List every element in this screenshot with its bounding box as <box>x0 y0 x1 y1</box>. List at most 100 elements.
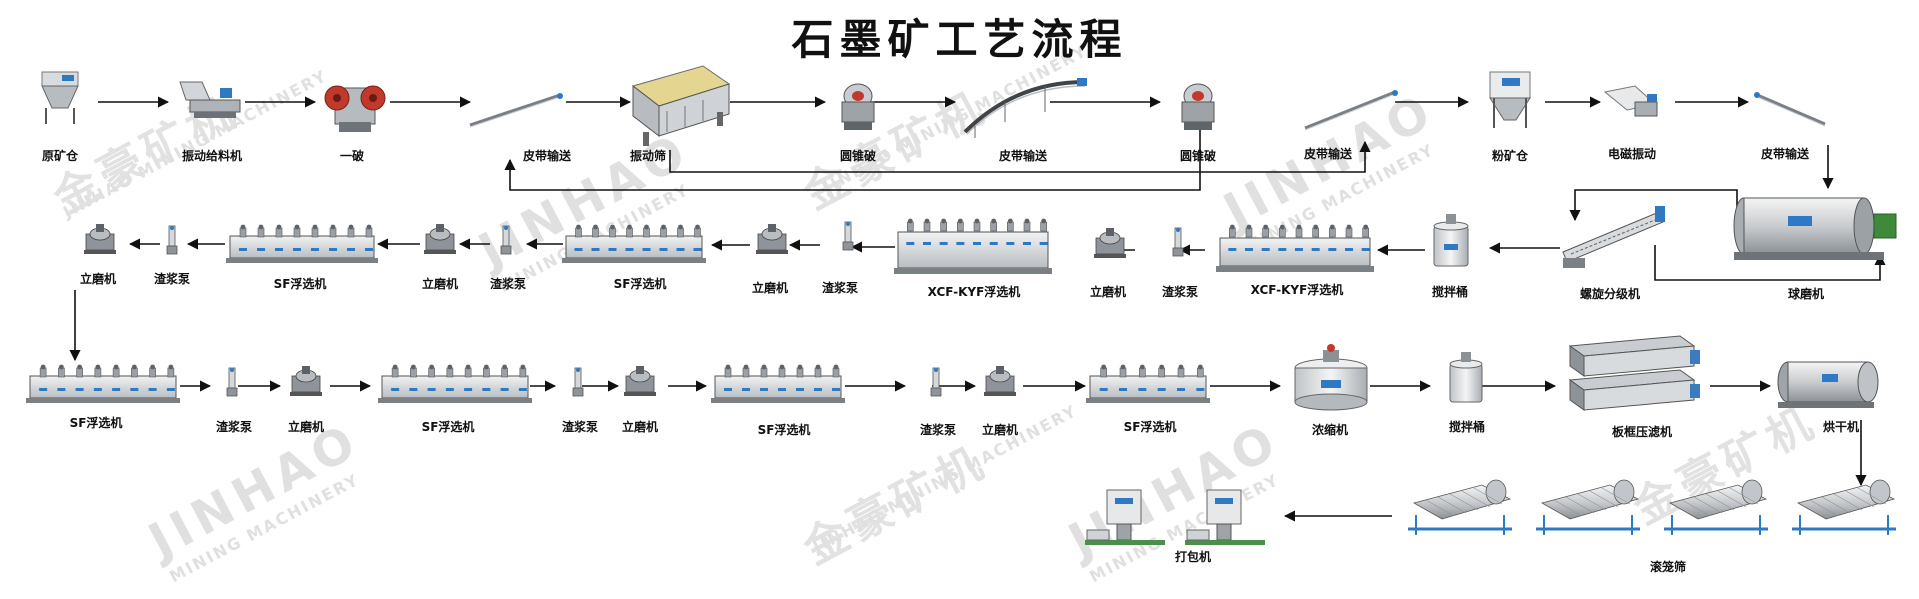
label-cone-crusher: 圆锥破 <box>839 149 877 163</box>
impeller-head <box>427 364 436 391</box>
drum-screen <box>1408 479 1512 535</box>
slurry-pump <box>842 221 854 251</box>
slurry-pump <box>226 367 238 397</box>
label-belt-conveyor: 皮带输送 <box>998 149 1048 163</box>
impeller-head <box>482 364 491 391</box>
impeller-head <box>778 364 786 391</box>
flow-arrow <box>1654 245 1886 281</box>
impeller-head <box>57 364 66 391</box>
impeller-head <box>293 224 301 251</box>
impeller-head <box>1023 218 1031 245</box>
label-cone-crusher: 圆锥破 <box>1179 149 1217 163</box>
flotation-machine <box>226 235 378 263</box>
cone-crusher <box>841 83 875 130</box>
label-slurry-pump: 渣浆泵 <box>919 423 957 437</box>
vibrating-screen <box>631 65 731 146</box>
impeller-head <box>1295 224 1303 251</box>
impeller-head <box>832 364 840 391</box>
vertical-mill <box>1094 228 1126 258</box>
impeller-head <box>642 224 651 251</box>
impeller-head <box>39 364 48 391</box>
label-belt-conveyor: 皮带输送 <box>1303 147 1353 161</box>
vertical-mill <box>290 366 322 396</box>
flotation-machine <box>1216 237 1374 272</box>
vertical-mill <box>84 224 116 254</box>
packing-machine <box>1185 489 1265 545</box>
drum-screen <box>1664 479 1768 535</box>
impeller-head <box>1006 218 1015 245</box>
vertical-mill <box>756 224 788 254</box>
impeller-head <box>1138 364 1147 391</box>
powder-ore-bin <box>1489 71 1531 128</box>
impeller-head <box>1311 224 1320 251</box>
slurry-pump <box>500 225 512 255</box>
flotation-machine <box>1086 375 1210 403</box>
label-vertical-mill: 立磨机 <box>751 281 789 295</box>
impeller-head <box>518 364 527 391</box>
ball-mill <box>1733 197 1897 260</box>
label-vibrating-screen: 振动筛 <box>629 149 667 163</box>
impeller-head <box>130 364 139 391</box>
impeller-head <box>693 224 702 251</box>
slurry-pump <box>572 367 584 397</box>
impeller-head <box>923 218 931 245</box>
drum-screen <box>1792 479 1896 535</box>
electromagnetic-vibrator <box>1603 85 1658 117</box>
mixing-tank <box>1433 214 1469 267</box>
impeller-head <box>166 364 175 391</box>
flow-arrow <box>669 140 1371 173</box>
drum-screen <box>1536 479 1640 535</box>
impeller-head <box>1328 224 1337 251</box>
label-flotation-machine: SF浮选机 <box>757 423 811 437</box>
impeller-head <box>464 364 473 391</box>
impeller-head <box>257 224 265 251</box>
label-belt-conveyor: 皮带输送 <box>522 149 572 163</box>
impeller-head <box>1196 364 1205 391</box>
label-slurry-pump: 渣浆泵 <box>561 420 599 434</box>
slurry-pumps <box>166 221 1184 397</box>
label-flotation-machine: XCF-KYF浮选机 <box>927 285 1021 299</box>
impeller-head <box>239 224 247 251</box>
label-flotation-machine: SF浮选机 <box>421 420 475 434</box>
impeller-head <box>409 364 418 391</box>
impeller-head <box>1099 364 1108 391</box>
label-spiral-classifier: 螺旋分级机 <box>1579 287 1641 301</box>
thickener <box>1294 344 1368 411</box>
jaw-crusher <box>324 85 386 132</box>
label-slurry-pump: 渣浆泵 <box>215 420 253 434</box>
impeller-head <box>1278 224 1287 251</box>
label-filter-press: 板框压滤机 <box>1611 425 1673 439</box>
impeller-head <box>391 364 400 391</box>
label-flotation-machine: SF浮选机 <box>613 277 667 291</box>
impeller-head <box>1361 224 1370 251</box>
cone-crusher <box>1181 83 1215 130</box>
drum-screens <box>1408 479 1896 535</box>
packing-machine <box>1085 489 1165 545</box>
impeller-head <box>742 364 750 391</box>
flow-arrows <box>69 96 1886 522</box>
label-slurry-pump: 渣浆泵 <box>821 281 859 295</box>
vertical-mill <box>424 224 456 254</box>
label-slurry-pump: 渣浆泵 <box>489 277 527 291</box>
vertical-mills <box>84 224 1126 396</box>
raw-ore-bin <box>41 71 79 124</box>
impeller-head <box>445 364 454 391</box>
belt-conveyor <box>963 78 1087 138</box>
label-packing-machine: 打包机 <box>1174 550 1212 564</box>
impeller-head <box>625 224 634 251</box>
label-vertical-mill: 立磨机 <box>981 423 1019 437</box>
impeller-head <box>365 224 373 251</box>
label-belt-conveyor: 皮带输送 <box>1760 147 1810 161</box>
impeller-head <box>311 224 319 251</box>
label-raw-ore-bin: 原矿仓 <box>41 149 79 163</box>
impeller-head <box>724 364 732 391</box>
impeller-head <box>1177 364 1185 391</box>
impeller-head <box>1119 364 1127 391</box>
label-ball-mill: 球磨机 <box>1787 287 1825 301</box>
flotation-machine <box>26 375 180 403</box>
impeller-head <box>659 224 668 251</box>
label-slurry-pump: 渣浆泵 <box>1161 285 1199 299</box>
impeller-head <box>973 218 981 245</box>
label-thickener: 浓缩机 <box>1311 423 1349 437</box>
